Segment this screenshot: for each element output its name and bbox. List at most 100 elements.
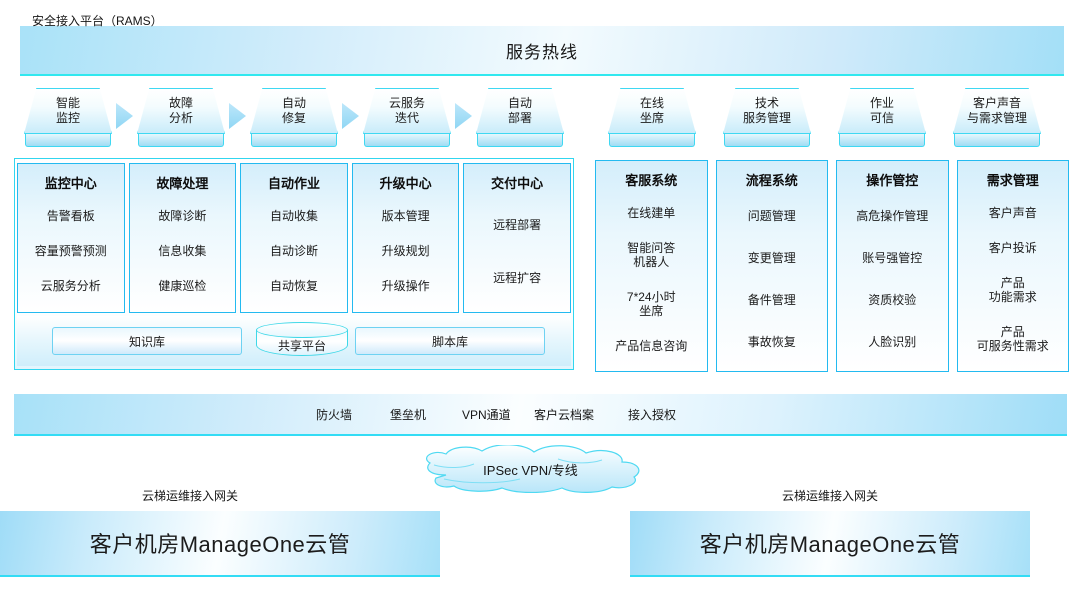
gateway-title-right: 客户机房ManageOne云管 <box>699 532 961 557</box>
trapezoid-base-shape <box>609 134 695 147</box>
cloud-icon <box>425 444 640 494</box>
process-step-process_right-1[interactable]: 技术服务管理 <box>723 88 811 150</box>
capability-card-cards_right-2[interactable]: 操作管控高危操作管理账号强管控资质校验人脸识别 <box>836 160 949 372</box>
process-arrow-icon-0 <box>116 103 133 129</box>
gateway-caption-right: 云梯运维接入网关 <box>781 489 878 503</box>
process-step-line2: 坐席 <box>639 111 664 125</box>
process-step-process_left-4[interactable]: 自动部署 <box>476 88 564 150</box>
process-step-process_left-2[interactable]: 自动修复 <box>250 88 338 150</box>
process-step-line2: 部署 <box>507 111 532 125</box>
capability-card-item[interactable]: 产品信息咨询 <box>615 338 688 353</box>
capability-card-item[interactable]: 云服务分析 <box>40 279 101 294</box>
capability-card-item-list: 问题管理变更管理备件管理事故恢复 <box>717 193 828 371</box>
process-step-label: 技术服务管理 <box>723 88 811 134</box>
shared-platform-cylinder[interactable]: 共享平台 <box>256 322 348 362</box>
capability-card-item[interactable]: 事故恢复 <box>747 335 796 349</box>
trapezoid-base-shape <box>477 134 563 147</box>
security-item-0[interactable]: 防火墙 <box>316 408 353 422</box>
process-step-label: 故障分析 <box>137 88 225 134</box>
process-step-process_left-1[interactable]: 故障分析 <box>137 88 225 150</box>
process-step-process_left-3[interactable]: 云服务迭代 <box>363 88 451 150</box>
gateway-title-left: 客户机房ManageOne云管 <box>89 532 351 557</box>
capability-card-item[interactable]: 资质校验 <box>868 293 917 307</box>
trapezoid-shape <box>250 88 338 134</box>
trapezoid-shape <box>723 88 811 134</box>
capability-card-item-list: 客户声音客户投诉产品 功能需求产品 可服务性需求 <box>958 193 1069 371</box>
process-arrow-icon-2 <box>342 103 359 129</box>
process-step-label: 云服务迭代 <box>363 88 451 134</box>
trapezoid-base-shape <box>839 134 925 147</box>
capability-card-title: 自动作业 <box>267 176 320 191</box>
capability-card-cards_left-1[interactable]: 故障处理故障诊断信息收集健康巡检 <box>128 163 237 313</box>
process-step-line2: 修复 <box>281 111 306 125</box>
capability-card-item[interactable]: 账号强管控 <box>862 251 923 265</box>
process-step-process_right-0[interactable]: 在线坐席 <box>608 88 696 150</box>
capability-card-title: 升级中心 <box>379 176 432 191</box>
capability-card-item[interactable]: 7*24小时 坐席 <box>626 289 676 318</box>
capability-card-item[interactable]: 客户声音 <box>988 205 1037 220</box>
capability-card-item[interactable]: 升级规划 <box>381 243 430 258</box>
capability-card-item[interactable]: 客户投诉 <box>988 240 1037 255</box>
security-access-platform-bar <box>14 394 1067 436</box>
security-item-4[interactable]: 接入授权 <box>628 408 677 422</box>
capability-card-title: 交付中心 <box>491 176 544 191</box>
security-item-2[interactable]: VPN通道 <box>462 408 511 422</box>
capability-card-item[interactable]: 健康巡检 <box>158 279 207 294</box>
capability-card-item[interactable]: 容量预警预测 <box>34 243 107 258</box>
capability-card-item-list: 告警看板容量预警预测云服务分析 <box>18 196 124 312</box>
capability-card-title: 故障处理 <box>156 176 209 191</box>
capability-card-cards_left-0[interactable]: 监控中心告警看板容量预警预测云服务分析 <box>17 163 125 313</box>
gateway-box-right: 客户机房ManageOne云管 <box>630 511 1030 577</box>
process-step-line1: 在线 <box>639 96 664 110</box>
capability-card-item[interactable]: 高危操作管理 <box>856 209 929 223</box>
trapezoid-shape <box>838 88 926 134</box>
process-step-line1: 故障 <box>168 96 193 110</box>
capability-card-item[interactable]: 信息收集 <box>158 243 207 258</box>
capability-card-item[interactable]: 远程扩容 <box>493 270 542 285</box>
trapezoid-base-shape <box>364 134 450 147</box>
process-step-line1: 作业 <box>869 96 894 110</box>
capability-card-item[interactable]: 变更管理 <box>747 251 796 265</box>
capability-card-item[interactable]: 产品 功能需求 <box>988 275 1037 304</box>
capability-card-cards_left-4[interactable]: 交付中心远程部署远程扩容 <box>463 163 571 313</box>
capability-card-item[interactable]: 远程部署 <box>493 217 542 232</box>
process-step-process_right-3[interactable]: 客户声音与需求管理 <box>953 88 1041 150</box>
capability-card-item[interactable]: 备件管理 <box>747 293 796 307</box>
capability-card-item[interactable]: 版本管理 <box>381 208 430 223</box>
capability-card-cards_right-1[interactable]: 流程系统问题管理变更管理备件管理事故恢复 <box>715 160 828 372</box>
process-step-line1: 智能 <box>55 96 80 110</box>
process-step-process_right-2[interactable]: 作业可信 <box>838 88 926 150</box>
capability-card-item-list: 高危操作管理账号强管控资质校验人脸识别 <box>837 193 948 371</box>
capability-card-item[interactable]: 问题管理 <box>747 209 796 223</box>
capability-card-item[interactable]: 人脸识别 <box>868 335 917 349</box>
trapezoid-shape <box>363 88 451 134</box>
capability-card-item[interactable]: 故障诊断 <box>158 208 207 223</box>
capability-card-title: 需求管理 <box>986 173 1039 188</box>
trapezoid-base-shape <box>25 134 111 147</box>
security-item-1[interactable]: 堡垒机 <box>390 408 427 422</box>
capability-card-item[interactable]: 自动收集 <box>269 208 318 223</box>
service-hotline-banner: 服务热线 <box>20 26 1064 76</box>
security-item-3[interactable]: 客户云档案 <box>534 408 595 422</box>
capability-card-item[interactable]: 产品 可服务性需求 <box>976 324 1049 353</box>
capability-card-item[interactable]: 升级操作 <box>381 279 430 294</box>
capability-card-cards_left-3[interactable]: 升级中心版本管理升级规划升级操作 <box>351 163 460 313</box>
script-library-box[interactable]: 脚本库 <box>355 327 545 355</box>
process-step-process_left-0[interactable]: 智能监控 <box>24 88 112 150</box>
process-step-label: 自动部署 <box>476 88 564 134</box>
capability-card-item[interactable]: 智能问答 机器人 <box>627 240 676 269</box>
capability-card-cards_right-3[interactable]: 需求管理客户声音客户投诉产品 功能需求产品 可服务性需求 <box>956 160 1069 372</box>
capability-card-item[interactable]: 在线建单 <box>627 205 676 220</box>
capability-card-item-list: 在线建单智能问答 机器人 7*24小时 坐席产品信息咨询 <box>596 193 707 371</box>
knowledge-base-box[interactable]: 知识库 <box>52 327 242 355</box>
cylinder-top-ellipse-shape <box>256 322 348 338</box>
capability-card-cards_left-2[interactable]: 自动作业自动收集自动诊断自动恢复 <box>240 163 348 313</box>
process-step-line2: 与需求管理 <box>966 111 1027 125</box>
process-step-line2: 可信 <box>869 111 894 125</box>
capability-card-item[interactable]: 告警看板 <box>46 208 95 223</box>
capability-card-item[interactable]: 自动诊断 <box>269 243 318 258</box>
capability-card-item[interactable]: 自动恢复 <box>269 279 318 294</box>
process-step-label: 客户声音与需求管理 <box>953 88 1041 134</box>
capability-card-title: 操作管控 <box>866 173 919 188</box>
